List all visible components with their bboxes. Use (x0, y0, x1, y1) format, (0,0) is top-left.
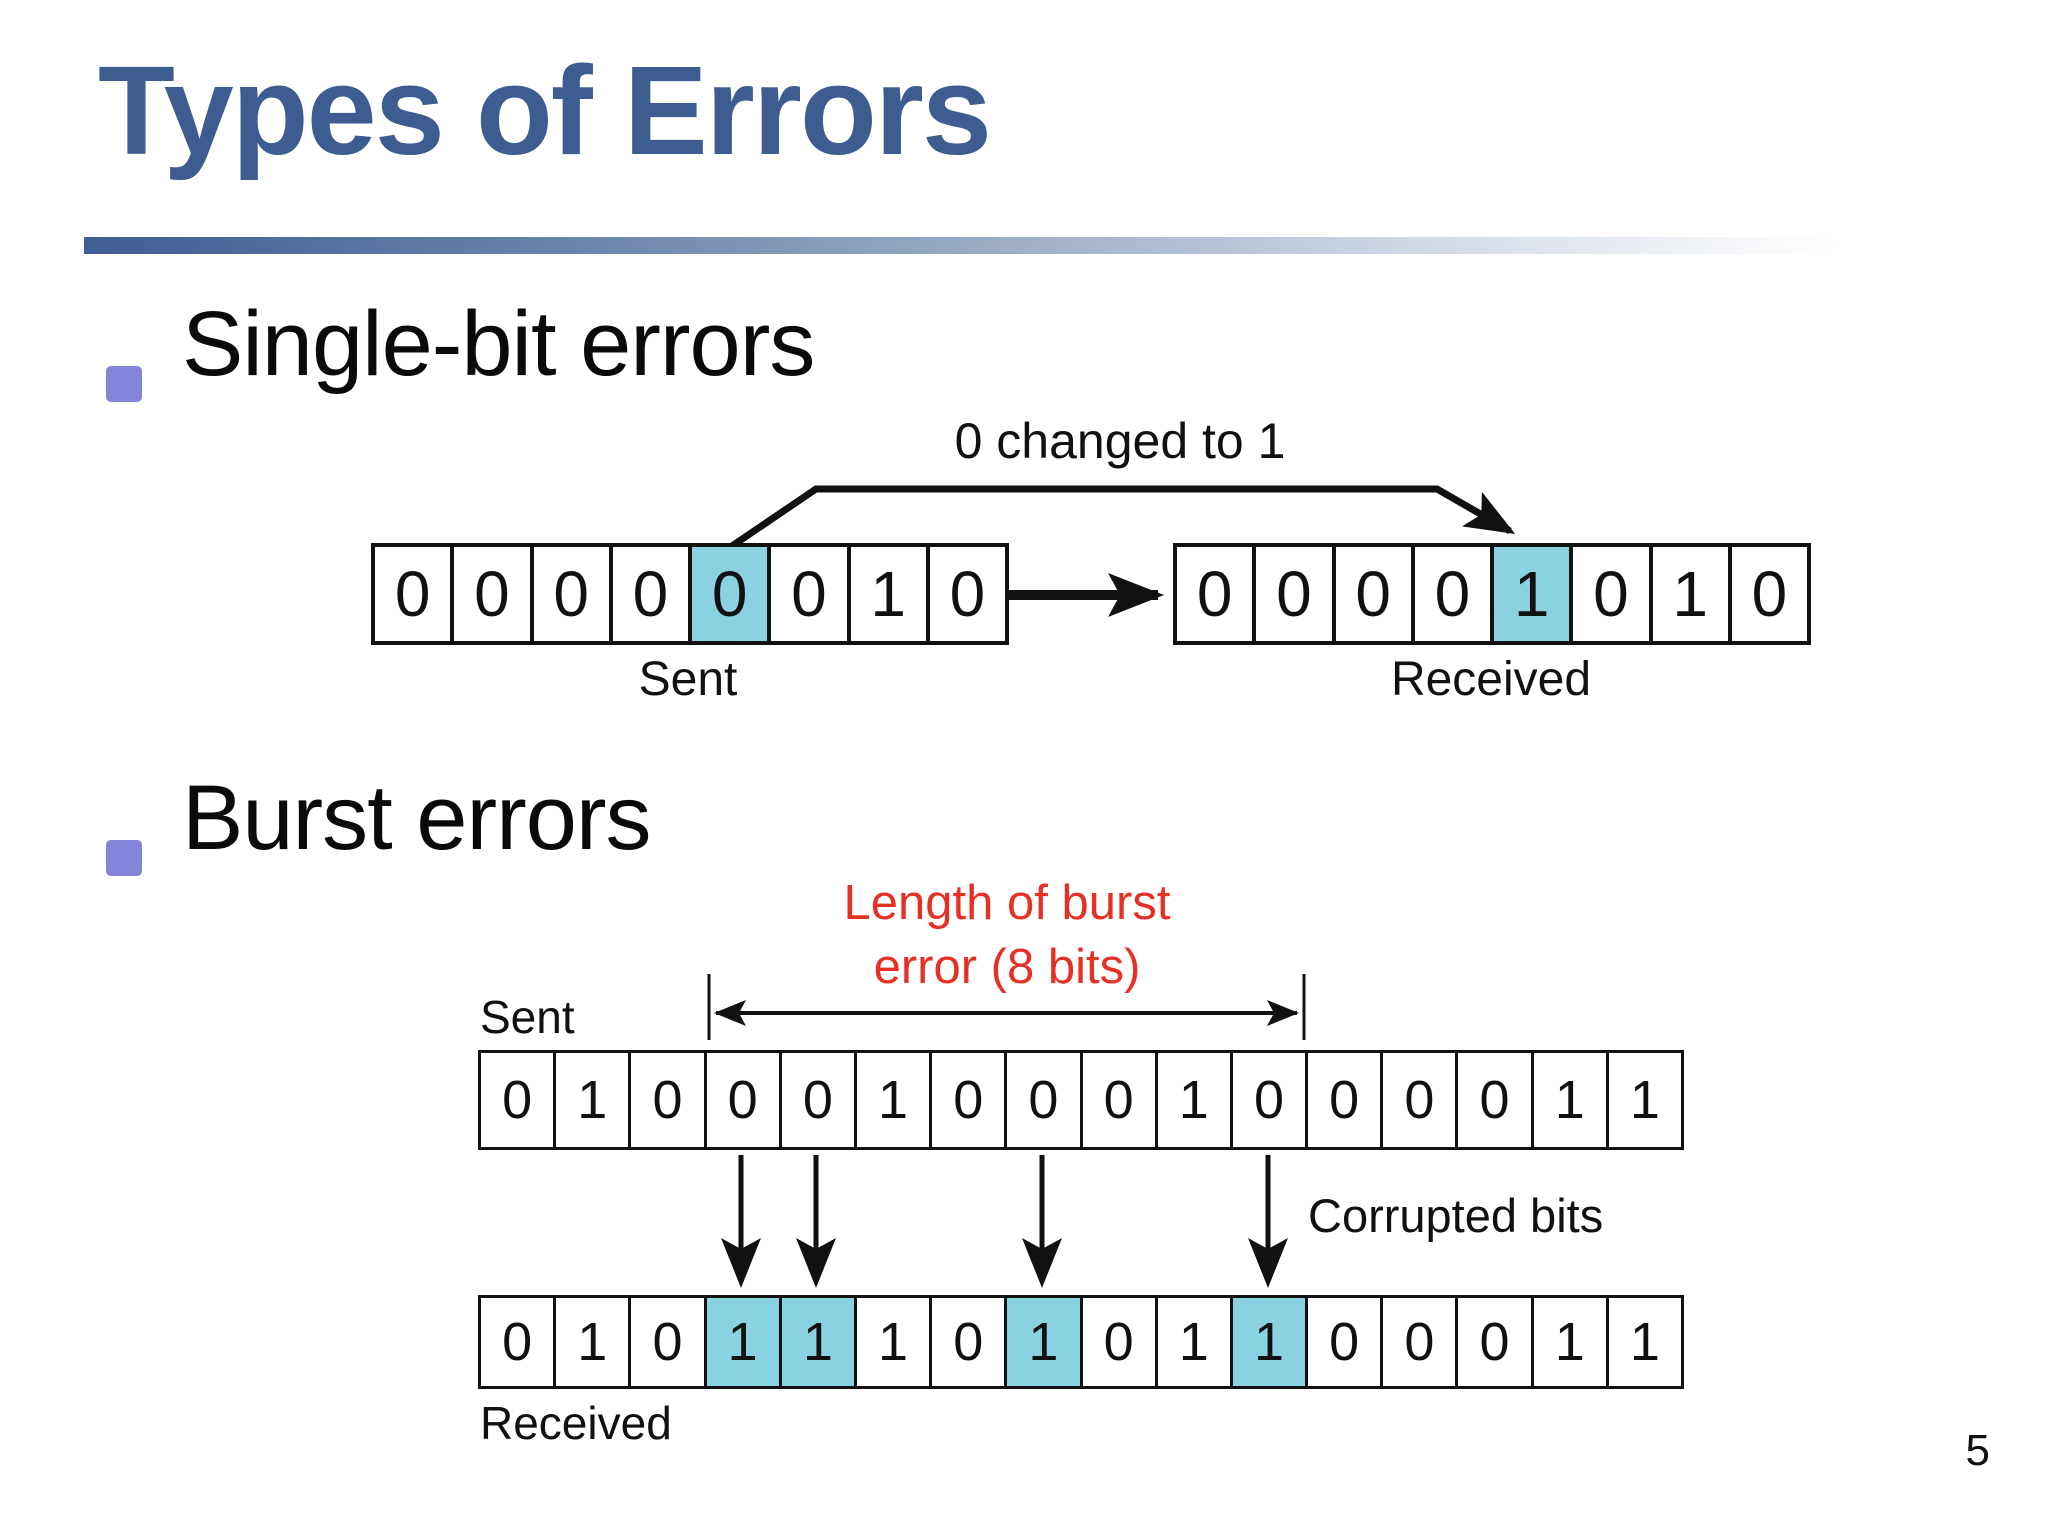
corrupted-bits-label: Corrupted bits (1308, 1189, 1604, 1242)
bit-cell: 1 (1605, 1295, 1684, 1389)
bit-cell: 0 (1173, 543, 1257, 645)
bit-cell: 0 (1305, 1050, 1384, 1150)
burst-length-annotation: Length of burst error (8 bits) (844, 872, 1171, 999)
title-divider (84, 237, 1930, 254)
bit-cell: 0 (450, 543, 534, 645)
bit-cell: 0 (628, 1050, 707, 1150)
bit-change-connector-arrow-icon (727, 485, 1516, 551)
bit-cell: 1 (853, 1295, 933, 1389)
bit-cell: 0 (1331, 543, 1415, 645)
bit-cell: 1 (1530, 1295, 1609, 1389)
bit-cell: 1 (553, 1050, 632, 1150)
bullet-burst-errors: Burst errors (182, 767, 652, 869)
bullet-square-icon (106, 366, 142, 402)
bit-cell: 0 (1229, 1050, 1309, 1150)
bit-cell-highlighted: 1 (1229, 1295, 1309, 1389)
bit-cell: 0 (1079, 1295, 1158, 1389)
bit-cell: 0 (1252, 543, 1336, 645)
bit-cell-highlighted: 1 (1490, 543, 1574, 645)
bit-cell: 0 (1079, 1050, 1158, 1150)
bit-cell: 1 (1648, 543, 1732, 645)
bit-cell: 0 (608, 543, 692, 645)
bit-cell: 0 (1455, 1050, 1534, 1150)
burst-length-annotation-line1: Length of burst (843, 876, 1171, 930)
bit-cell: 0 (1410, 543, 1494, 645)
bit-cell: 0 (628, 1295, 707, 1389)
bit-cell-highlighted: 1 (703, 1295, 782, 1389)
bit-cell: 0 (1380, 1050, 1459, 1150)
page-number: 5 (1965, 1426, 1990, 1475)
bit-cell-highlighted: 0 (688, 543, 772, 645)
burst-sent-label: Sent (480, 991, 575, 1043)
bit-cell: 1 (1605, 1050, 1684, 1150)
bit-cell: 0 (478, 1295, 557, 1389)
bit-cell: 0 (1305, 1295, 1384, 1389)
single-bit-sent-label: Sent (638, 653, 738, 706)
bit-cell: 0 (925, 543, 1009, 645)
bit-cell: 0 (371, 543, 455, 645)
bit-cell: 1 (553, 1295, 632, 1389)
bit-cell: 1 (853, 1050, 933, 1150)
bit-cell: 1 (1530, 1050, 1609, 1150)
burst-length-annotation-line2: error (8 bits) (873, 939, 1141, 994)
bit-cell: 0 (767, 543, 851, 645)
bit-cell: 0 (1380, 1295, 1459, 1389)
bit-cell-highlighted: 1 (1004, 1295, 1083, 1389)
bit-cell: 0 (778, 1050, 857, 1150)
bit-cell: 1 (1154, 1295, 1233, 1389)
bit-cell-highlighted: 1 (778, 1295, 857, 1389)
bit-cell: 1 (846, 543, 930, 645)
bit-change-annotation: 0 changed to 1 (954, 413, 1286, 469)
bit-cell: 0 (1455, 1295, 1534, 1389)
burst-received-label: Received (480, 1397, 672, 1449)
bit-cell: 0 (478, 1050, 557, 1150)
bit-cell: 0 (929, 1295, 1008, 1389)
corruption-arrow-icon (721, 1155, 1288, 1288)
single-bit-received-label: Received (1390, 653, 1592, 706)
page-title: Types of Errors (98, 40, 992, 181)
bit-cell: 0 (1569, 543, 1653, 645)
bit-cell: 0 (529, 543, 613, 645)
bit-cell: 0 (1004, 1050, 1083, 1150)
bullet-single-bit-errors: Single-bit errors (182, 293, 815, 395)
bit-cell: 0 (929, 1050, 1008, 1150)
bullet-square-icon (106, 840, 142, 876)
bit-cell: 0 (703, 1050, 782, 1150)
bit-cell: 0 (1727, 543, 1811, 645)
bit-cell: 1 (1154, 1050, 1233, 1150)
